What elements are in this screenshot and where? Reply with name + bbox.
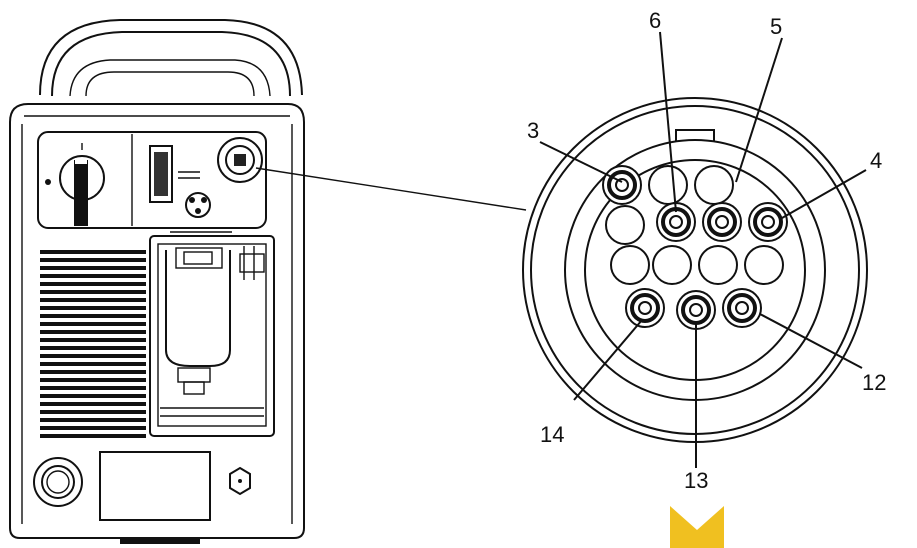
leader-line-3 [539,141,623,183]
leader-line-4 [781,169,867,219]
pin-hole [669,215,683,229]
vent-slots [40,250,146,438]
pin-hole [638,301,652,315]
leader-line-5 [735,37,783,183]
chevron-down-marker-icon [670,506,724,548]
leader-line-12 [759,313,863,369]
pin-socket [605,205,645,245]
pin-labels: 3 6 5 4 12 13 14 [527,8,886,493]
pin-label-13: 13 [684,468,708,493]
leader-line-14 [573,319,643,401]
pin-label-14: 14 [540,422,564,447]
pin-socket [648,165,688,205]
pin-socket [744,245,784,285]
power-supply-rear-view [9,19,305,544]
pin-label-3: 3 [527,118,539,143]
leader-line-6 [659,31,677,213]
pin-label-4: 4 [870,148,882,173]
pin-hole [735,301,749,315]
pin-hole [615,178,629,192]
pin-socket [610,245,650,285]
pin-label-5: 5 [770,14,782,39]
pin-hole [689,303,703,317]
detail-leader-line [255,167,527,211]
pin-label-6: 6 [649,8,661,33]
pin-hole [761,215,775,229]
pin-leader-lines [539,31,867,468]
pin-socket [652,245,692,285]
pin-socket [698,245,738,285]
pin-label-12: 12 [862,370,886,395]
pin-hole [715,215,729,229]
connector-pins [602,165,788,330]
pin-socket [694,165,734,205]
